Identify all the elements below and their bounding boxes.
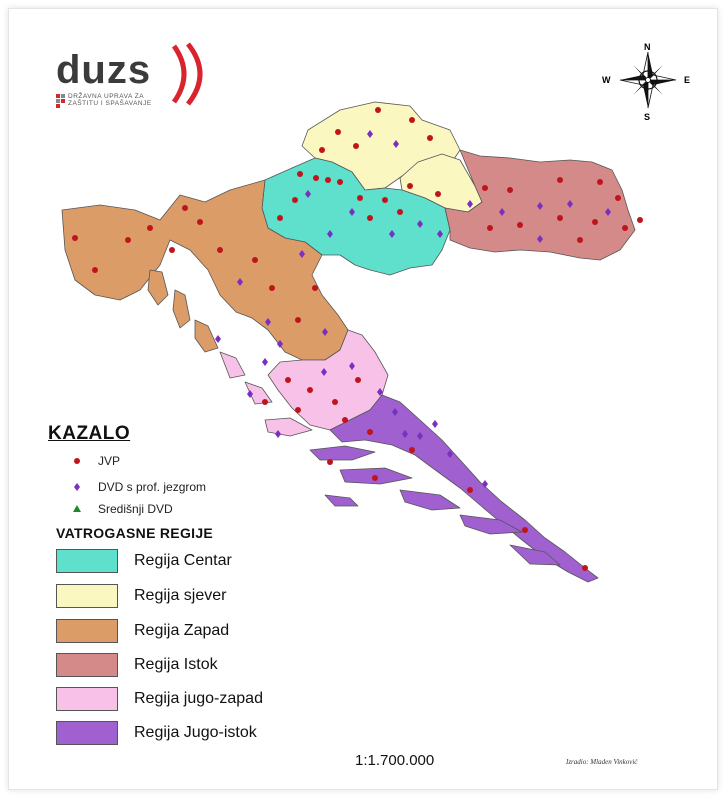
legend-region-centar: Regija Centar xyxy=(56,548,232,574)
map-author: Izradio: Mladen Vinković xyxy=(566,758,638,766)
duzs-logo: duzs DRŽAVNA UPRAVA ZA ZAŠTITU I SPAŠAVA… xyxy=(56,42,226,118)
legend-title: KAZALO xyxy=(48,423,131,444)
legend-region-istok: Regija Istok xyxy=(56,652,218,678)
logo-subtitle-line1: DRŽAVNA UPRAVA ZA xyxy=(68,93,145,100)
region-label-sjever: Regija sjever xyxy=(134,587,227,604)
green-triangle-icon xyxy=(70,502,90,516)
compass-east: E xyxy=(684,75,690,85)
legend-row-sredisnji: Središnji DVD xyxy=(70,500,173,518)
compass-west: W xyxy=(602,75,611,85)
jvp-markers xyxy=(72,107,643,571)
logo-subtitle-line2: ZAŠTITU I SPAŠAVANJE xyxy=(68,100,152,107)
swatch-centar xyxy=(56,549,118,573)
region-label-centar: Regija Centar xyxy=(134,552,232,569)
swatch-sjever xyxy=(56,584,118,608)
logo-arcs-icon xyxy=(171,42,203,106)
swatch-jugoistok xyxy=(56,721,118,745)
map-scale: 1:1.700.000 xyxy=(355,752,435,769)
logo-squares-icon xyxy=(56,94,65,108)
dvd-markers xyxy=(215,130,611,488)
legend-label-jvp: JVP xyxy=(98,454,121,468)
swatch-zapad xyxy=(56,619,118,643)
region-label-zapad: Regija Zapad xyxy=(134,622,230,639)
compass-rose-icon: N S E W xyxy=(602,42,690,122)
legend-label-sredisnji: Središnji DVD xyxy=(98,502,173,516)
adriatic-islands xyxy=(147,269,561,566)
region-label-istok: Regija Istok xyxy=(134,656,218,673)
legend-row-jvp: JVP xyxy=(70,452,120,470)
swatch-jugozapad xyxy=(56,687,118,711)
legend-row-dvd: DVD s prof. jezgrom xyxy=(70,478,206,496)
red-dot-icon xyxy=(70,454,90,468)
legend-region-sjever: Regija sjever xyxy=(56,583,226,609)
compass-south: S xyxy=(644,112,650,122)
legend-region-jugoistok: Regija Jugo-istok xyxy=(56,720,257,746)
legend-region-zapad: Regija Zapad xyxy=(56,618,229,644)
region-label-jugozapad: Regija jugo-zapad xyxy=(134,690,263,707)
logo-wordmark: duzs xyxy=(56,48,152,92)
region-jugoistok-area xyxy=(329,394,599,583)
compass-north: N xyxy=(644,42,651,52)
logo-subtitle: DRŽAVNA UPRAVA ZA ZAŠTITU I SPAŠAVANJE xyxy=(68,93,188,107)
swatch-istok xyxy=(56,653,118,677)
purple-diamond-icon xyxy=(70,480,90,494)
legend-region-jugozapad: Regija jugo-zapad xyxy=(56,686,263,712)
croatia-region-map xyxy=(61,101,643,583)
region-label-jugoistok: Regija Jugo-istok xyxy=(134,724,257,741)
legend-label-dvd: DVD s prof. jezgrom xyxy=(98,480,207,494)
regions-title: VATROGASNE REGIJE xyxy=(56,525,214,541)
